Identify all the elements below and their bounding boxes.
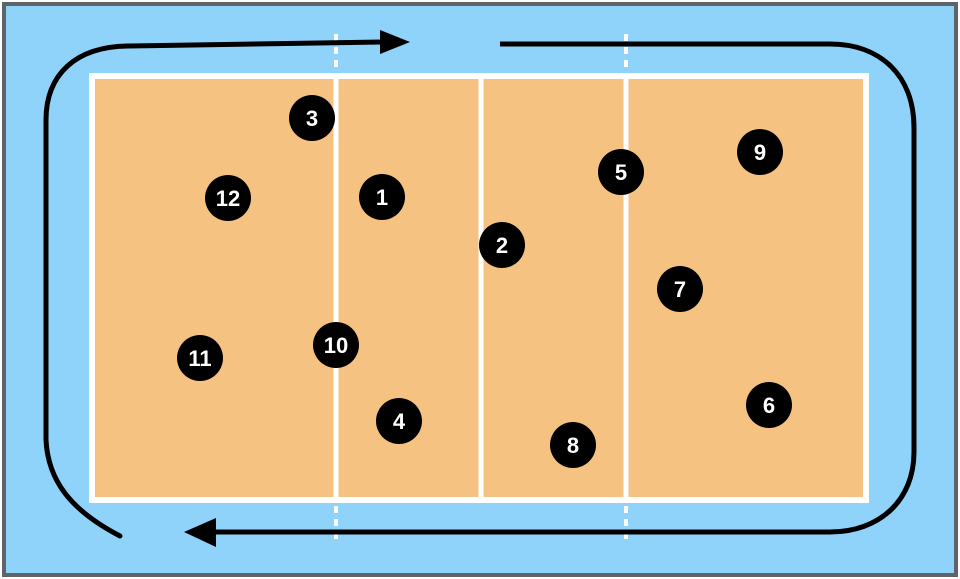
player-label: 1 [376,185,388,210]
player-circle [598,149,644,195]
player-marker: 3 [289,95,335,141]
player-label: 9 [754,140,766,165]
player-label: 6 [763,393,775,418]
player-label: 3 [306,106,318,131]
player-label: 8 [567,433,579,458]
player-marker: 10 [313,322,359,368]
player-label: 5 [615,160,627,185]
player-label: 4 [393,409,406,434]
player-circle [657,266,703,312]
rotation-arrowhead-top [380,30,410,54]
player-circle [177,335,223,381]
player-marker: 7 [657,266,703,312]
rotation-arrowhead-bottom [184,518,216,547]
player-label: 12 [216,186,240,211]
player-marker: 6 [746,382,792,428]
player-circle [205,175,251,221]
player-circle [746,382,792,428]
player-label: 7 [674,277,686,302]
player-label: 10 [324,333,348,358]
player-marker: 5 [598,149,644,195]
rotation-arrow-top-left [43,39,388,539]
player-marker: 8 [550,422,596,468]
player-marker: 11 [177,335,223,381]
player-circle [737,129,783,175]
player-circle [376,398,422,444]
player-marker: 4 [376,398,422,444]
player-marker: 1 [359,174,405,220]
player-circle [479,222,525,268]
rotation-arrow-top-right [210,41,917,535]
player-circle [313,322,359,368]
player-marker: 12 [205,175,251,221]
player-label: 11 [188,346,211,371]
player-marker: 9 [737,129,783,175]
player-label: 2 [496,233,508,258]
player-circle [289,95,335,141]
player-marker: 2 [479,222,525,268]
player-circle [550,422,596,468]
player-circle [359,174,405,220]
